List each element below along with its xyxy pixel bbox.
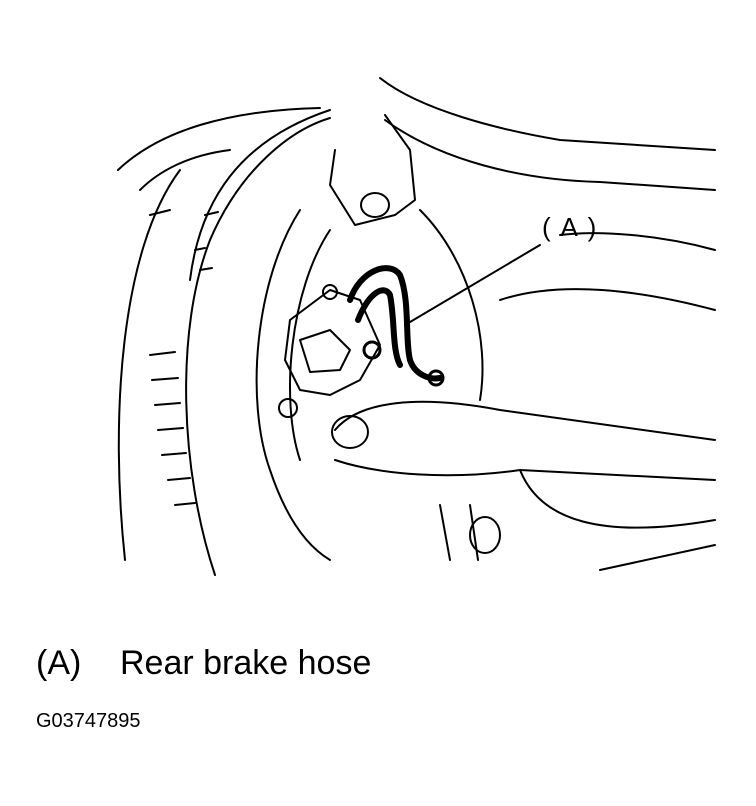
rear-brake-hose bbox=[347, 265, 445, 387]
figure-id: G03747895 bbox=[36, 710, 141, 732]
tire bbox=[117, 107, 331, 576]
upper-arm bbox=[329, 77, 716, 311]
callout-label-a: ( A ) bbox=[542, 212, 599, 242]
legend-text: Rear brake hose bbox=[120, 644, 372, 682]
legend-marker: (A) bbox=[36, 644, 82, 682]
lower-arm bbox=[331, 400, 716, 571]
wheel-hub bbox=[255, 209, 484, 561]
brake-hose-illustration bbox=[117, 77, 716, 576]
legend-item: (A) Rear brake hose bbox=[36, 644, 371, 683]
brake-caliper bbox=[278, 284, 381, 418]
callout-leader-line bbox=[404, 244, 541, 326]
